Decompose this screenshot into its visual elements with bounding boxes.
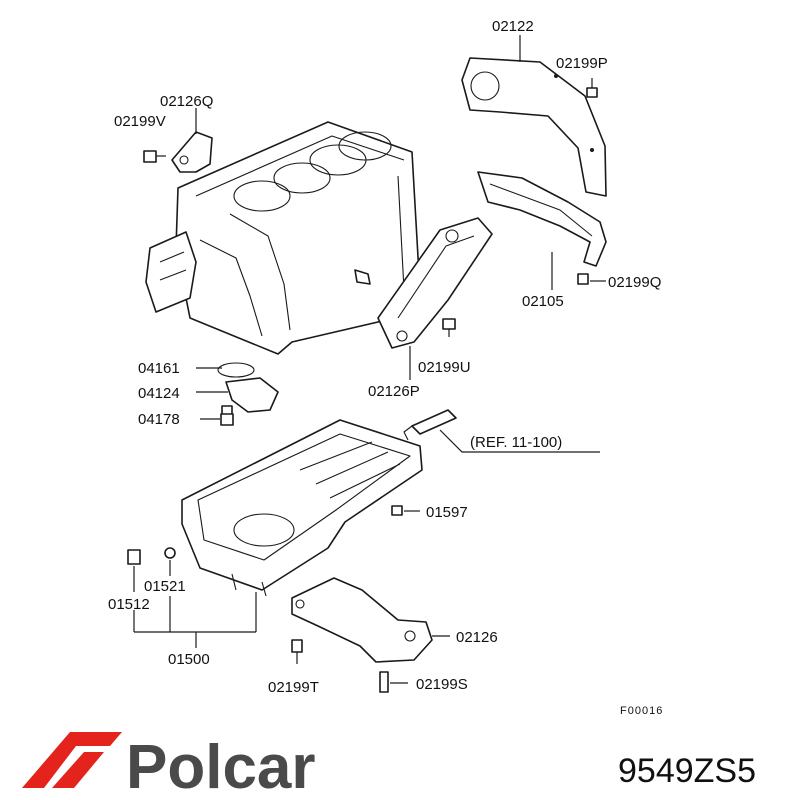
sealant-tube bbox=[403, 409, 457, 441]
bolt-02199S bbox=[379, 671, 389, 693]
bolt-02199U bbox=[442, 318, 456, 337]
label-01597: 01597 bbox=[426, 504, 468, 521]
bolt-02199Q bbox=[577, 273, 589, 285]
label-02122: 02122 bbox=[492, 18, 534, 35]
label-02199U: 02199U bbox=[418, 359, 471, 376]
bracket-02126 bbox=[291, 577, 433, 663]
part-number: 9549ZS5 bbox=[618, 752, 756, 790]
label-01521: 01521 bbox=[144, 578, 186, 595]
label-02199Q: 02199Q bbox=[608, 274, 661, 291]
bolt-04178 bbox=[220, 413, 234, 426]
label-02199V: 02199V bbox=[114, 113, 166, 130]
bracket-02126P bbox=[377, 217, 493, 349]
drain-plug-01512 bbox=[127, 549, 141, 565]
bolt-02199P bbox=[586, 78, 598, 98]
figure-code: F00016 bbox=[620, 705, 663, 717]
part-labels: 02122 02199P 02126Q 02199V 02105 02199Q … bbox=[108, 18, 663, 717]
label-02199P: 02199P bbox=[556, 55, 608, 72]
bracket-02126Q bbox=[171, 131, 213, 173]
label-02105: 02105 bbox=[522, 293, 564, 310]
label-ref: (REF. 11-100) bbox=[470, 434, 562, 451]
brand-name: Polcar bbox=[126, 733, 316, 800]
polcar-logo-mark bbox=[22, 732, 122, 788]
label-02126P: 02126P bbox=[368, 383, 420, 400]
flywheel-cover bbox=[477, 171, 607, 267]
label-02126: 02126 bbox=[456, 629, 498, 646]
gasket-01521 bbox=[164, 547, 176, 559]
leader-lines bbox=[133, 35, 606, 684]
label-04178: 04178 bbox=[138, 411, 180, 428]
brand-footer: Polcar 9549ZS5 bbox=[22, 732, 756, 800]
label-01512: 01512 bbox=[108, 596, 150, 613]
label-04161: 04161 bbox=[138, 360, 180, 377]
oil-strainer bbox=[217, 362, 279, 421]
bolt-02199T bbox=[291, 639, 303, 664]
bolt-01597 bbox=[391, 505, 403, 516]
label-04124: 04124 bbox=[138, 385, 180, 402]
bolt-02199V bbox=[143, 150, 166, 163]
rear-plate bbox=[461, 57, 607, 197]
oil-pan bbox=[181, 419, 423, 597]
label-02199S: 02199S bbox=[416, 676, 468, 693]
bolts bbox=[127, 78, 598, 693]
engine-block bbox=[145, 121, 421, 355]
label-02199T: 02199T bbox=[268, 679, 319, 696]
label-01500: 01500 bbox=[168, 651, 210, 668]
label-02126Q: 02126Q bbox=[160, 93, 213, 110]
